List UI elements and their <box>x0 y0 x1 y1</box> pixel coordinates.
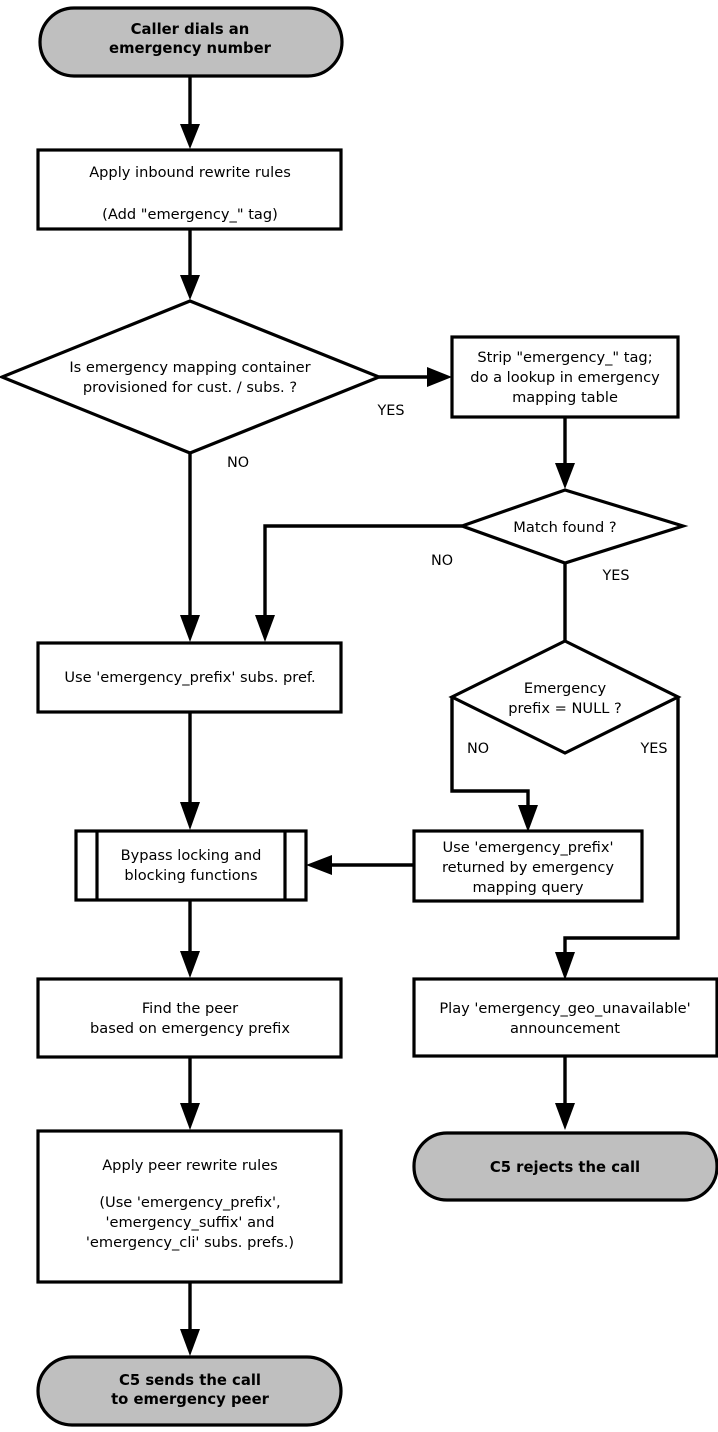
apply-peer-rewrite-shape <box>36 1129 343 1284</box>
find-peer-shape <box>36 977 343 1059</box>
connector-prefix-null-no-to-use-returned <box>450 697 530 812</box>
arrowhead-strip-lookup <box>427 367 452 387</box>
bypass-locking-line-1: Bypass locking and <box>121 847 262 864</box>
edge-label-container-yes: YES <box>376 403 404 419</box>
apply-peer-rewrite-line-2: (Use 'emergency_prefix', <box>99 1194 280 1211</box>
decision-match-line-1: Match found ? <box>513 519 616 536</box>
use-returned-prefix-line-2: returned by emergency <box>442 859 614 876</box>
node-play-announcement: Play 'emergency_geo_unavailable' announc… <box>412 977 718 1058</box>
node-end-send: C5 sends the call to emergency peer <box>36 1355 343 1427</box>
node-apply-inbound: Apply inbound rewrite rules (Add "emerge… <box>36 148 343 231</box>
decision-container-shape <box>0 299 384 455</box>
apply-inbound-line-2: (Add "emergency_" tag) <box>102 206 278 223</box>
start-shape <box>38 6 344 78</box>
play-announcement-line-2: announcement <box>510 1020 620 1037</box>
use-returned-prefix-shape <box>412 829 644 903</box>
bypass-locking-shape <box>74 829 308 902</box>
node-start: Caller dials an emergency number <box>38 6 344 78</box>
start-line-1: Caller dials an <box>131 21 250 38</box>
apply-peer-rewrite-line-1: Apply peer rewrite rules <box>102 1157 278 1174</box>
play-announcement-shape <box>412 977 718 1058</box>
arrowhead-end-reject <box>555 1103 575 1130</box>
apply-peer-rewrite-line-4: 'emergency_cli' subs. prefs.) <box>86 1234 294 1251</box>
edge-label-match-no: NO <box>431 553 453 569</box>
use-subs-pref-line-1: Use 'emergency_prefix' subs. pref. <box>64 669 315 686</box>
decision-prefix-null-shape <box>448 639 682 755</box>
use-returned-prefix-line-1: Use 'emergency_prefix' <box>442 839 613 856</box>
apply-peer-rewrite-line-3: 'emergency_suffix' and <box>105 1214 274 1231</box>
play-announcement-line-1: Play 'emergency_geo_unavailable' <box>439 1000 690 1017</box>
edge-label-prefix-null-no: NO <box>467 741 489 757</box>
strip-lookup-line-1: Strip "emergency_" tag; <box>477 349 652 366</box>
arrowhead-bypass-locking-top <box>180 802 200 830</box>
use-subs-pref-shape <box>36 641 343 714</box>
decision-prefix-null-line-2: prefix = NULL ? <box>508 700 622 717</box>
use-returned-prefix-line-3: mapping query <box>472 879 583 896</box>
arrowhead-decision-container <box>180 275 200 300</box>
connector-prefix-null-yes-to-play-announcement <box>563 697 680 958</box>
decision-prefix-null-line-1: Emergency <box>524 680 607 697</box>
arrowhead-apply-inbound <box>180 124 200 149</box>
end-send-line-2: to emergency peer <box>111 1391 270 1408</box>
arrowhead-play-announcement <box>555 952 575 980</box>
strip-lookup-shape <box>450 335 680 419</box>
end-reject-line-1: C5 rejects the call <box>490 1159 640 1176</box>
find-peer-line-1: Find the peer <box>142 1000 238 1017</box>
apply-inbound-shape <box>36 148 343 231</box>
arrowhead-apply-peer-rewrite <box>180 1103 200 1130</box>
end-reject-shape <box>412 1131 718 1202</box>
node-use-subs-pref: Use 'emergency_prefix' subs. pref. <box>36 641 343 714</box>
arrowhead-use-subs-pref-right <box>255 615 275 642</box>
node-end-reject: C5 rejects the call <box>412 1131 718 1202</box>
arrowhead-find-peer <box>180 951 200 978</box>
edge-label-container-no: NO <box>227 455 249 471</box>
decision-match-shape <box>457 488 689 565</box>
edge-label-prefix-null-yes: YES <box>639 741 667 757</box>
bypass-locking-line-2: blocking functions <box>124 867 257 884</box>
connector-match-no-to-use-subs-pref <box>263 524 462 622</box>
arrowhead-use-subs-pref-left <box>180 615 200 642</box>
decision-container-line-1: Is emergency mapping container <box>69 359 310 376</box>
end-send-line-1: C5 sends the call <box>119 1372 261 1389</box>
apply-inbound-line-1: Apply inbound rewrite rules <box>89 164 291 181</box>
decision-container-line-2: provisioned for cust. / subs. ? <box>83 379 297 396</box>
node-find-peer: Find the peer based on emergency prefix <box>36 977 343 1059</box>
end-send-shape <box>36 1355 343 1427</box>
node-decision-container: Is emergency mapping container provision… <box>0 299 384 455</box>
arrowhead-match-found <box>555 463 575 489</box>
arrowhead-use-returned-prefix <box>518 805 538 832</box>
find-peer-line-2: based on emergency prefix <box>90 1020 290 1037</box>
arrowhead-end-send <box>180 1329 200 1356</box>
node-decision-match: Match found ? <box>457 488 689 565</box>
strip-lookup-line-3: mapping table <box>512 389 618 406</box>
node-strip-lookup: Strip "emergency_" tag; do a lookup in e… <box>450 335 680 419</box>
node-decision-prefix-null: Emergency prefix = NULL ? <box>448 639 682 755</box>
strip-lookup-line-2: do a lookup in emergency <box>470 369 660 386</box>
node-apply-peer-rewrite: Apply peer rewrite rules (Use 'emergency… <box>36 1129 343 1284</box>
arrowhead-bypass-locking-right <box>306 855 332 875</box>
start-line-2: emergency number <box>109 40 272 57</box>
edge-label-match-yes: YES <box>601 568 629 584</box>
node-bypass-locking: Bypass locking and blocking functions <box>74 829 308 902</box>
node-use-returned-prefix: Use 'emergency_prefix' returned by emerg… <box>412 829 644 903</box>
